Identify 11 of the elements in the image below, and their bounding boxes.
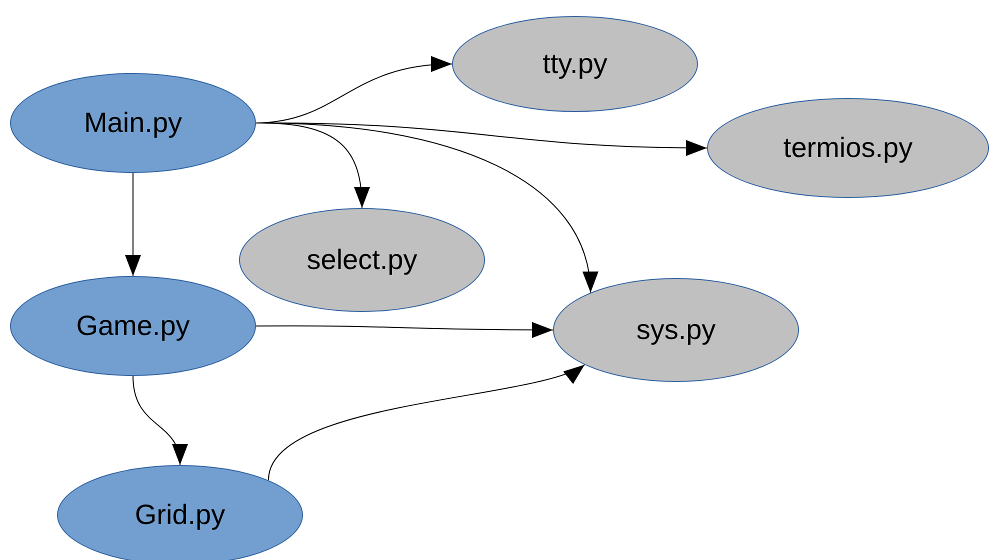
module-name: Main.py [84,107,182,139]
module-name: termios.py [783,132,913,164]
arrow [125,172,141,276]
module-name: Grid.py [134,499,226,531]
module-name: tty.py [542,48,608,80]
arrow [268,364,586,481]
module-name: Game.py [76,310,190,342]
module-name: sys.py [636,314,716,346]
arrow [132,376,186,466]
arrow [256,322,554,338]
module-name: select.py [306,244,418,276]
